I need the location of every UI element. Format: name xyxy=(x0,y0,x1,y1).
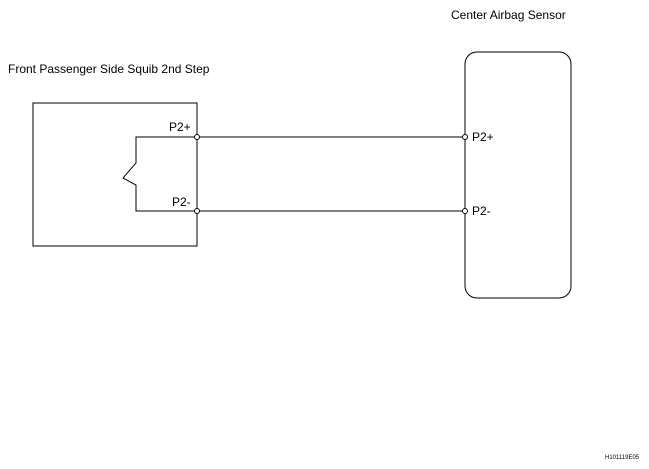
airbag-sensor-box xyxy=(464,51,572,299)
terminal-left-p2-minus xyxy=(194,208,200,214)
left-component-title: Front Passenger Side Squib 2nd Step xyxy=(8,62,210,76)
terminal-right-p2-minus xyxy=(462,208,468,214)
squib-element xyxy=(122,136,197,212)
squib-box xyxy=(32,102,198,247)
terminal-left-p2-plus xyxy=(194,134,200,140)
right-pin-label-minus: P2- xyxy=(472,204,491,218)
right-component-title: Center Airbag Sensor xyxy=(451,8,566,22)
left-pin-label-plus: P2+ xyxy=(169,120,191,134)
left-pin-label-minus: P2- xyxy=(172,195,191,209)
terminal-right-p2-plus xyxy=(462,134,468,140)
figure-code: H101119E05 xyxy=(605,455,640,461)
right-pin-label-plus: P2+ xyxy=(472,130,494,144)
